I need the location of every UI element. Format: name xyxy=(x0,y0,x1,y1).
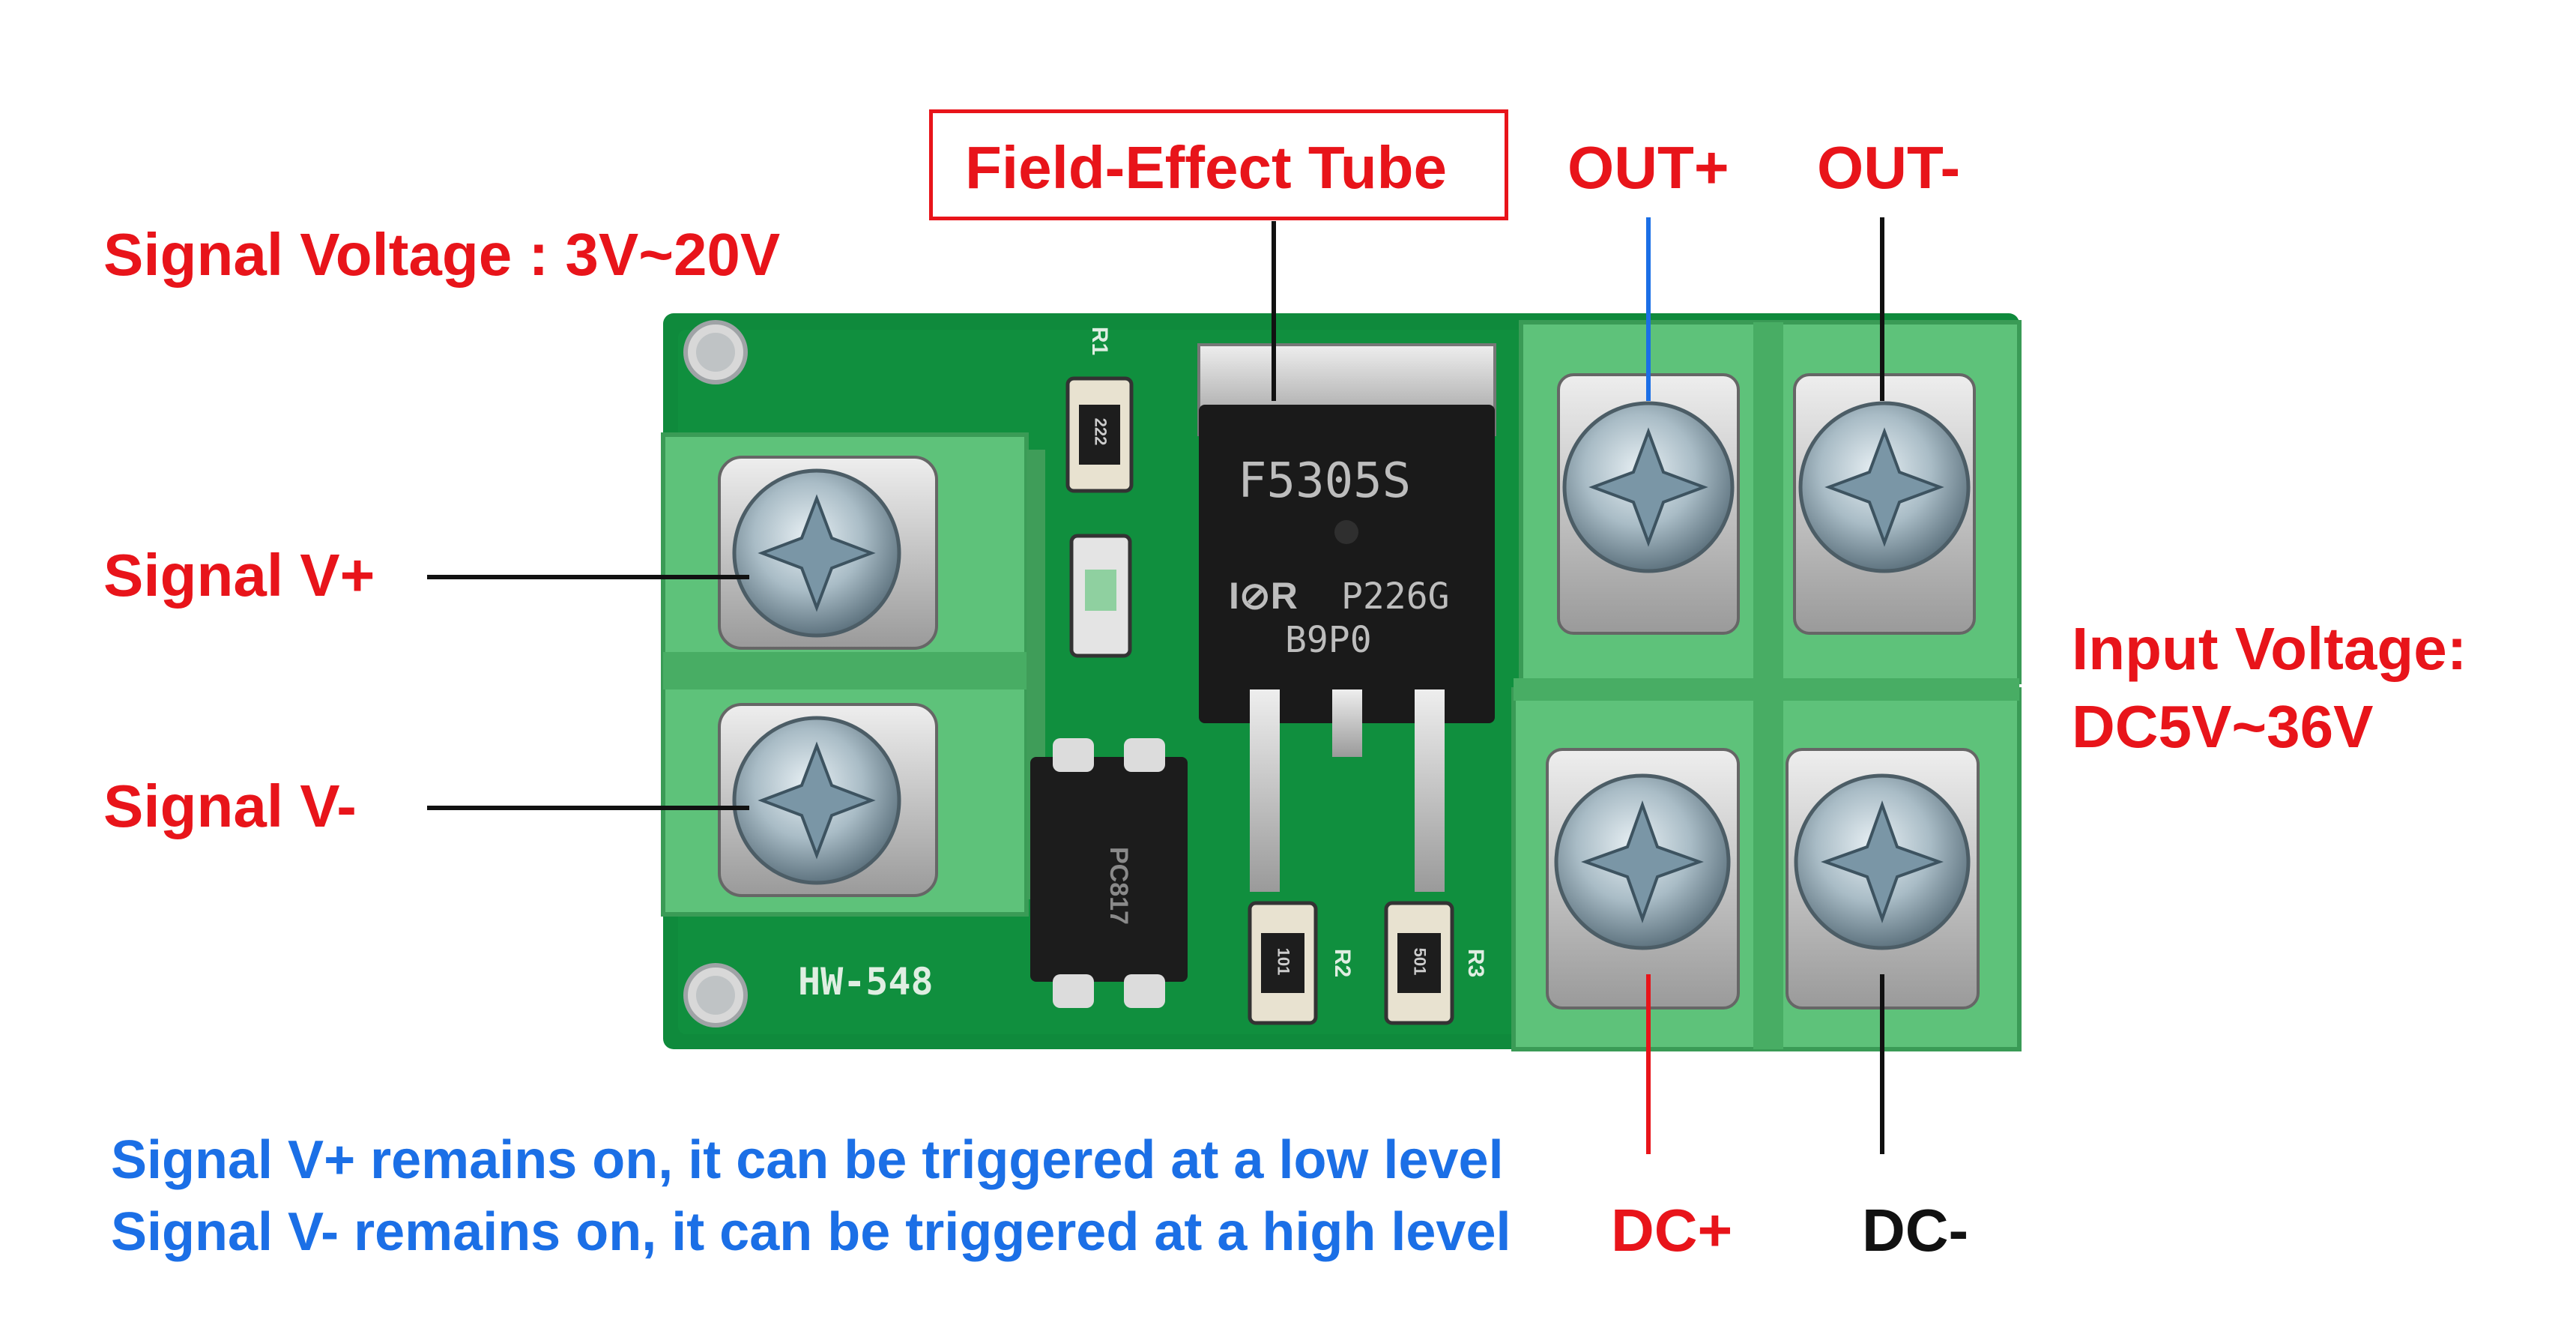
input-voltage-range: DC5V~36V xyxy=(2072,693,2374,760)
signal-v-minus-label: Signal V- xyxy=(103,773,357,839)
mosfet-date-code: P226G xyxy=(1341,576,1450,618)
mosfet-logo: I⊘R xyxy=(1229,575,1298,617)
signal-voltage-label: Signal Voltage : 3V~20V xyxy=(103,221,781,288)
optocoupler xyxy=(1030,738,1188,1008)
r1-code: 222 xyxy=(1091,417,1110,446)
led-indicator xyxy=(1069,534,1132,658)
note-line-1: Signal V+ remains on, it can be triggere… xyxy=(111,1130,1504,1190)
mosfet-lot-code: B9P0 xyxy=(1285,619,1372,661)
input-voltage-label: Input Voltage: xyxy=(2072,615,2467,682)
signal-terminal-block xyxy=(661,432,1045,917)
power-terminal-block xyxy=(1511,320,2022,1051)
r2-silkscreen: R2 xyxy=(1330,948,1355,978)
dc-plus-label: DC+ xyxy=(1611,1197,1733,1264)
field-effect-tube-label: Field-Effect Tube xyxy=(965,134,1447,201)
mosfet xyxy=(1197,343,1496,892)
mosfet-part-number: F5305S xyxy=(1238,453,1412,509)
r1-silkscreen: R1 xyxy=(1087,326,1113,356)
signal-v-plus-label: Signal V+ xyxy=(103,542,375,609)
optocoupler-text: PC817 xyxy=(1104,847,1133,925)
field-effect-tube-box xyxy=(929,109,1508,220)
out-plus-label: OUT+ xyxy=(1567,134,1729,201)
resistor-r1 xyxy=(1065,376,1134,493)
mounting-hole-top xyxy=(683,320,748,384)
r3-code: 501 xyxy=(1410,947,1430,976)
board-model-label: HW-548 xyxy=(798,960,934,1003)
mounting-hole-bottom xyxy=(683,963,748,1027)
resistor-r2 xyxy=(1248,901,1318,1025)
r2-code: 101 xyxy=(1274,947,1293,976)
r3-silkscreen: R3 xyxy=(1463,948,1489,978)
out-minus-label: OUT- xyxy=(1817,134,1961,201)
dc-minus-label: DC- xyxy=(1862,1197,1969,1264)
resistor-r3 xyxy=(1384,901,1454,1025)
note-line-2: Signal V- remains on, it can be triggere… xyxy=(111,1202,1511,1262)
